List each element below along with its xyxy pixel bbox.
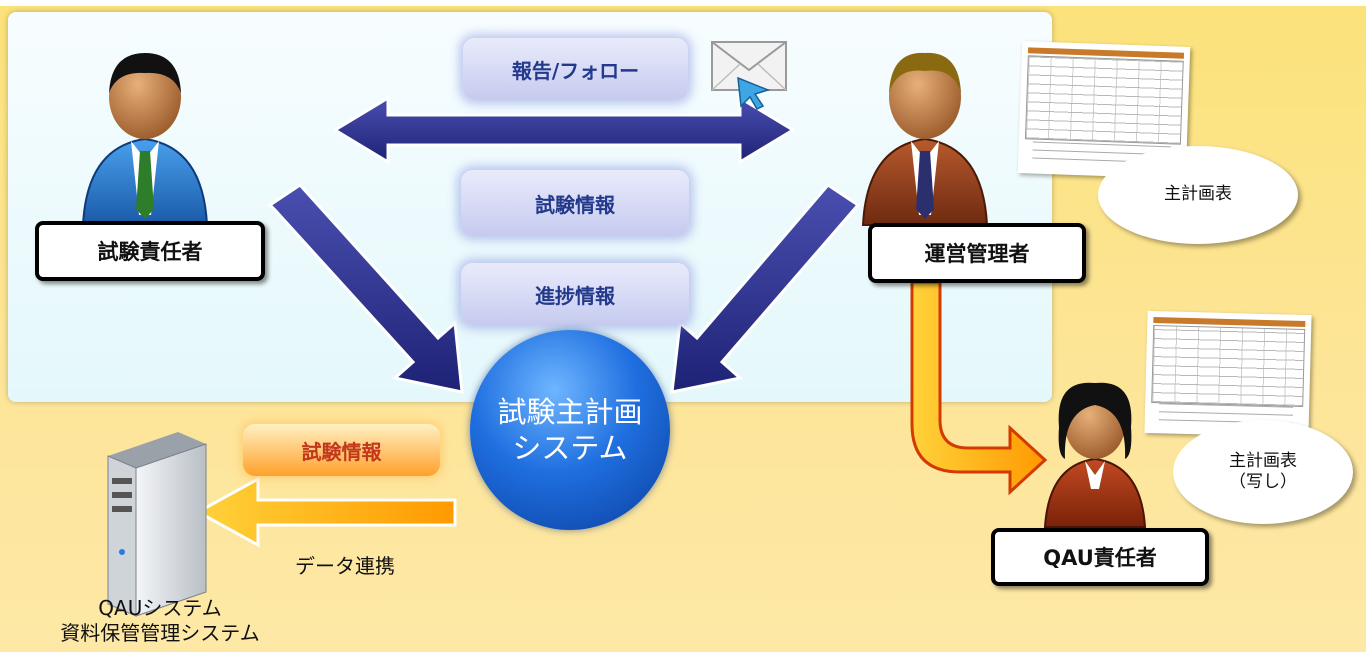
study-info-text: 試験情報 xyxy=(535,192,615,217)
report-follow-text: 報告/フォロー xyxy=(511,58,640,83)
hub-line1: 試験主計画 xyxy=(497,394,643,429)
data-link-label: データ連携 xyxy=(295,554,395,578)
report-follow-double-arrow xyxy=(332,95,796,165)
master-schedule-copy-line2: （写し） xyxy=(1229,472,1297,492)
person-icon xyxy=(861,52,989,226)
server-caption-line2: 資料保管管理システム xyxy=(60,621,260,645)
master-schedule-system-hub: 試験主計画 システム xyxy=(470,330,670,530)
manager-to-hub-arrow xyxy=(670,183,861,394)
director-to-hub-arrow xyxy=(267,183,464,394)
server-caption: QAUシステム 資料保管管理システム xyxy=(20,596,300,646)
person-icon xyxy=(81,53,209,226)
master-schedule-bubble: 主計画表 xyxy=(1098,146,1298,244)
operations-manager-label: 運営管理者 xyxy=(868,223,1086,283)
study-info-out-text: 試験情報 xyxy=(301,439,382,464)
study-director-label: 試験責任者 xyxy=(35,221,265,281)
master-schedule-text: 主計画表 xyxy=(1164,184,1232,205)
operations-manager-text: 運営管理者 xyxy=(924,242,1030,266)
spreadsheet-icon xyxy=(1144,310,1312,438)
qau-manager-label: QAU責任者 xyxy=(991,528,1209,586)
server-icon xyxy=(107,432,207,617)
progress-info-label: 進捗情報 xyxy=(461,263,689,325)
master-schedule-copy-line1: 主計画表 xyxy=(1229,450,1297,471)
progress-info-text: 進捗情報 xyxy=(535,283,615,308)
cursor-icon xyxy=(737,76,771,110)
study-info-label: 試験情報 xyxy=(461,170,689,236)
hub-to-server-arrow xyxy=(194,476,457,548)
study-info-out-label: 試験情報 xyxy=(243,424,440,476)
server-caption-line1: QAUシステム xyxy=(98,596,222,620)
qau-manager-text: QAU責任者 xyxy=(1043,546,1157,570)
master-schedule-copy-bubble: 主計画表 （写し） xyxy=(1173,420,1353,524)
top-border xyxy=(0,0,1366,6)
hub-line2: システム xyxy=(512,431,628,465)
report-follow-label: 報告/フォロー xyxy=(463,38,688,100)
study-director-text: 試験責任者 xyxy=(97,240,203,264)
person-icon xyxy=(1043,382,1147,528)
manager-to-qau-arrow xyxy=(910,280,1048,496)
